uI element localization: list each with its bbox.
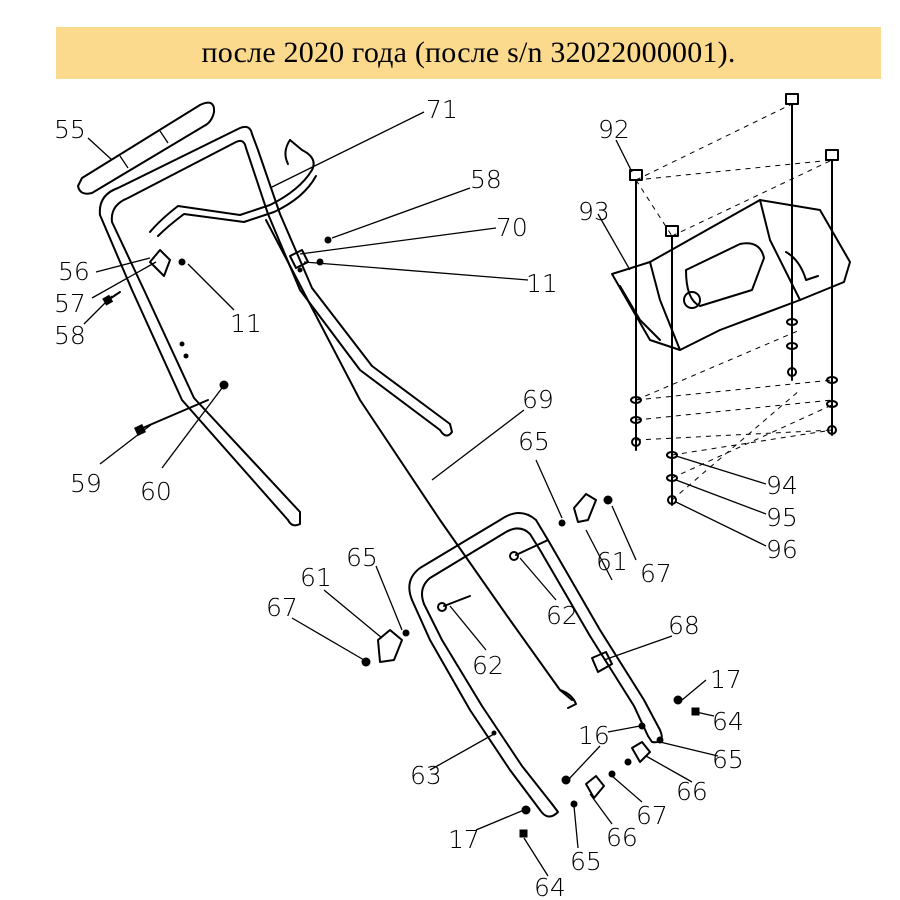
label-65-low: 65 — [570, 847, 602, 876]
part-57-switch — [149, 249, 186, 277]
label-67-right: 67 — [640, 559, 672, 588]
label-58-lower: 58 — [54, 321, 86, 350]
part-69-cable — [265, 219, 577, 709]
label-70: 70 — [496, 213, 528, 242]
label-68: 68 — [668, 611, 700, 640]
banner-text: после 2020 года (после s/n 32022000001). — [201, 36, 736, 69]
lower-fasteners — [519, 695, 700, 838]
label-11: 11 — [526, 269, 558, 298]
label-59: 59 — [70, 469, 102, 498]
leader-lines — [83, 111, 767, 877]
label-16: 16 — [578, 721, 610, 750]
label-62-left: 62 — [472, 651, 504, 680]
label-62-right: 62 — [546, 601, 578, 630]
label-57: 57 — [54, 289, 86, 318]
label-11-left: 11 — [230, 309, 262, 338]
label-64-right: 64 — [712, 707, 744, 736]
label-67-left: 67 — [266, 593, 298, 622]
label-63: 63 — [410, 761, 442, 790]
part-93-housing — [611, 199, 851, 351]
label-61-right: 61 — [596, 547, 628, 576]
label-94: 94 — [766, 471, 798, 500]
label-65-left: 65 — [346, 543, 378, 572]
part-55-grip — [77, 101, 216, 195]
label-61-left: 61 — [300, 563, 332, 592]
label-93: 93 — [578, 197, 610, 226]
label-65-right-low: 65 — [712, 745, 744, 774]
label-64-low: 64 — [534, 873, 566, 900]
part-68-clip — [591, 651, 613, 673]
serial-banner: после 2020 года (после s/n 32022000001). — [56, 27, 881, 79]
part-61-knobs — [361, 493, 613, 667]
label-56: 56 — [58, 257, 90, 286]
label-17-left: 17 — [448, 825, 480, 854]
label-60: 60 — [140, 477, 172, 506]
label-65-upper: 65 — [518, 427, 550, 456]
label-58: 58 — [470, 165, 502, 194]
callout-labels: 55 71 58 70 11 56 57 58 11 59 60 69 65 6… — [54, 95, 798, 900]
label-96: 96 — [766, 535, 798, 564]
washers-94-96 — [630, 318, 838, 505]
part-63-lower-handle — [408, 512, 663, 818]
label-92: 92 — [598, 115, 630, 144]
label-69: 69 — [522, 385, 554, 414]
part-92-bolts — [629, 93, 839, 506]
label-71: 71 — [426, 95, 458, 124]
label-66-right: 66 — [676, 777, 708, 806]
dashed-assembly-guides — [635, 103, 833, 501]
label-55: 55 — [54, 115, 86, 144]
label-17-right: 17 — [710, 665, 742, 694]
upper-handle — [98, 125, 453, 527]
label-66-low: 66 — [606, 823, 638, 852]
part-71-bail — [149, 139, 317, 237]
part-62-bolts — [437, 539, 549, 612]
label-95: 95 — [766, 503, 798, 532]
label-67-low: 67 — [636, 801, 668, 830]
